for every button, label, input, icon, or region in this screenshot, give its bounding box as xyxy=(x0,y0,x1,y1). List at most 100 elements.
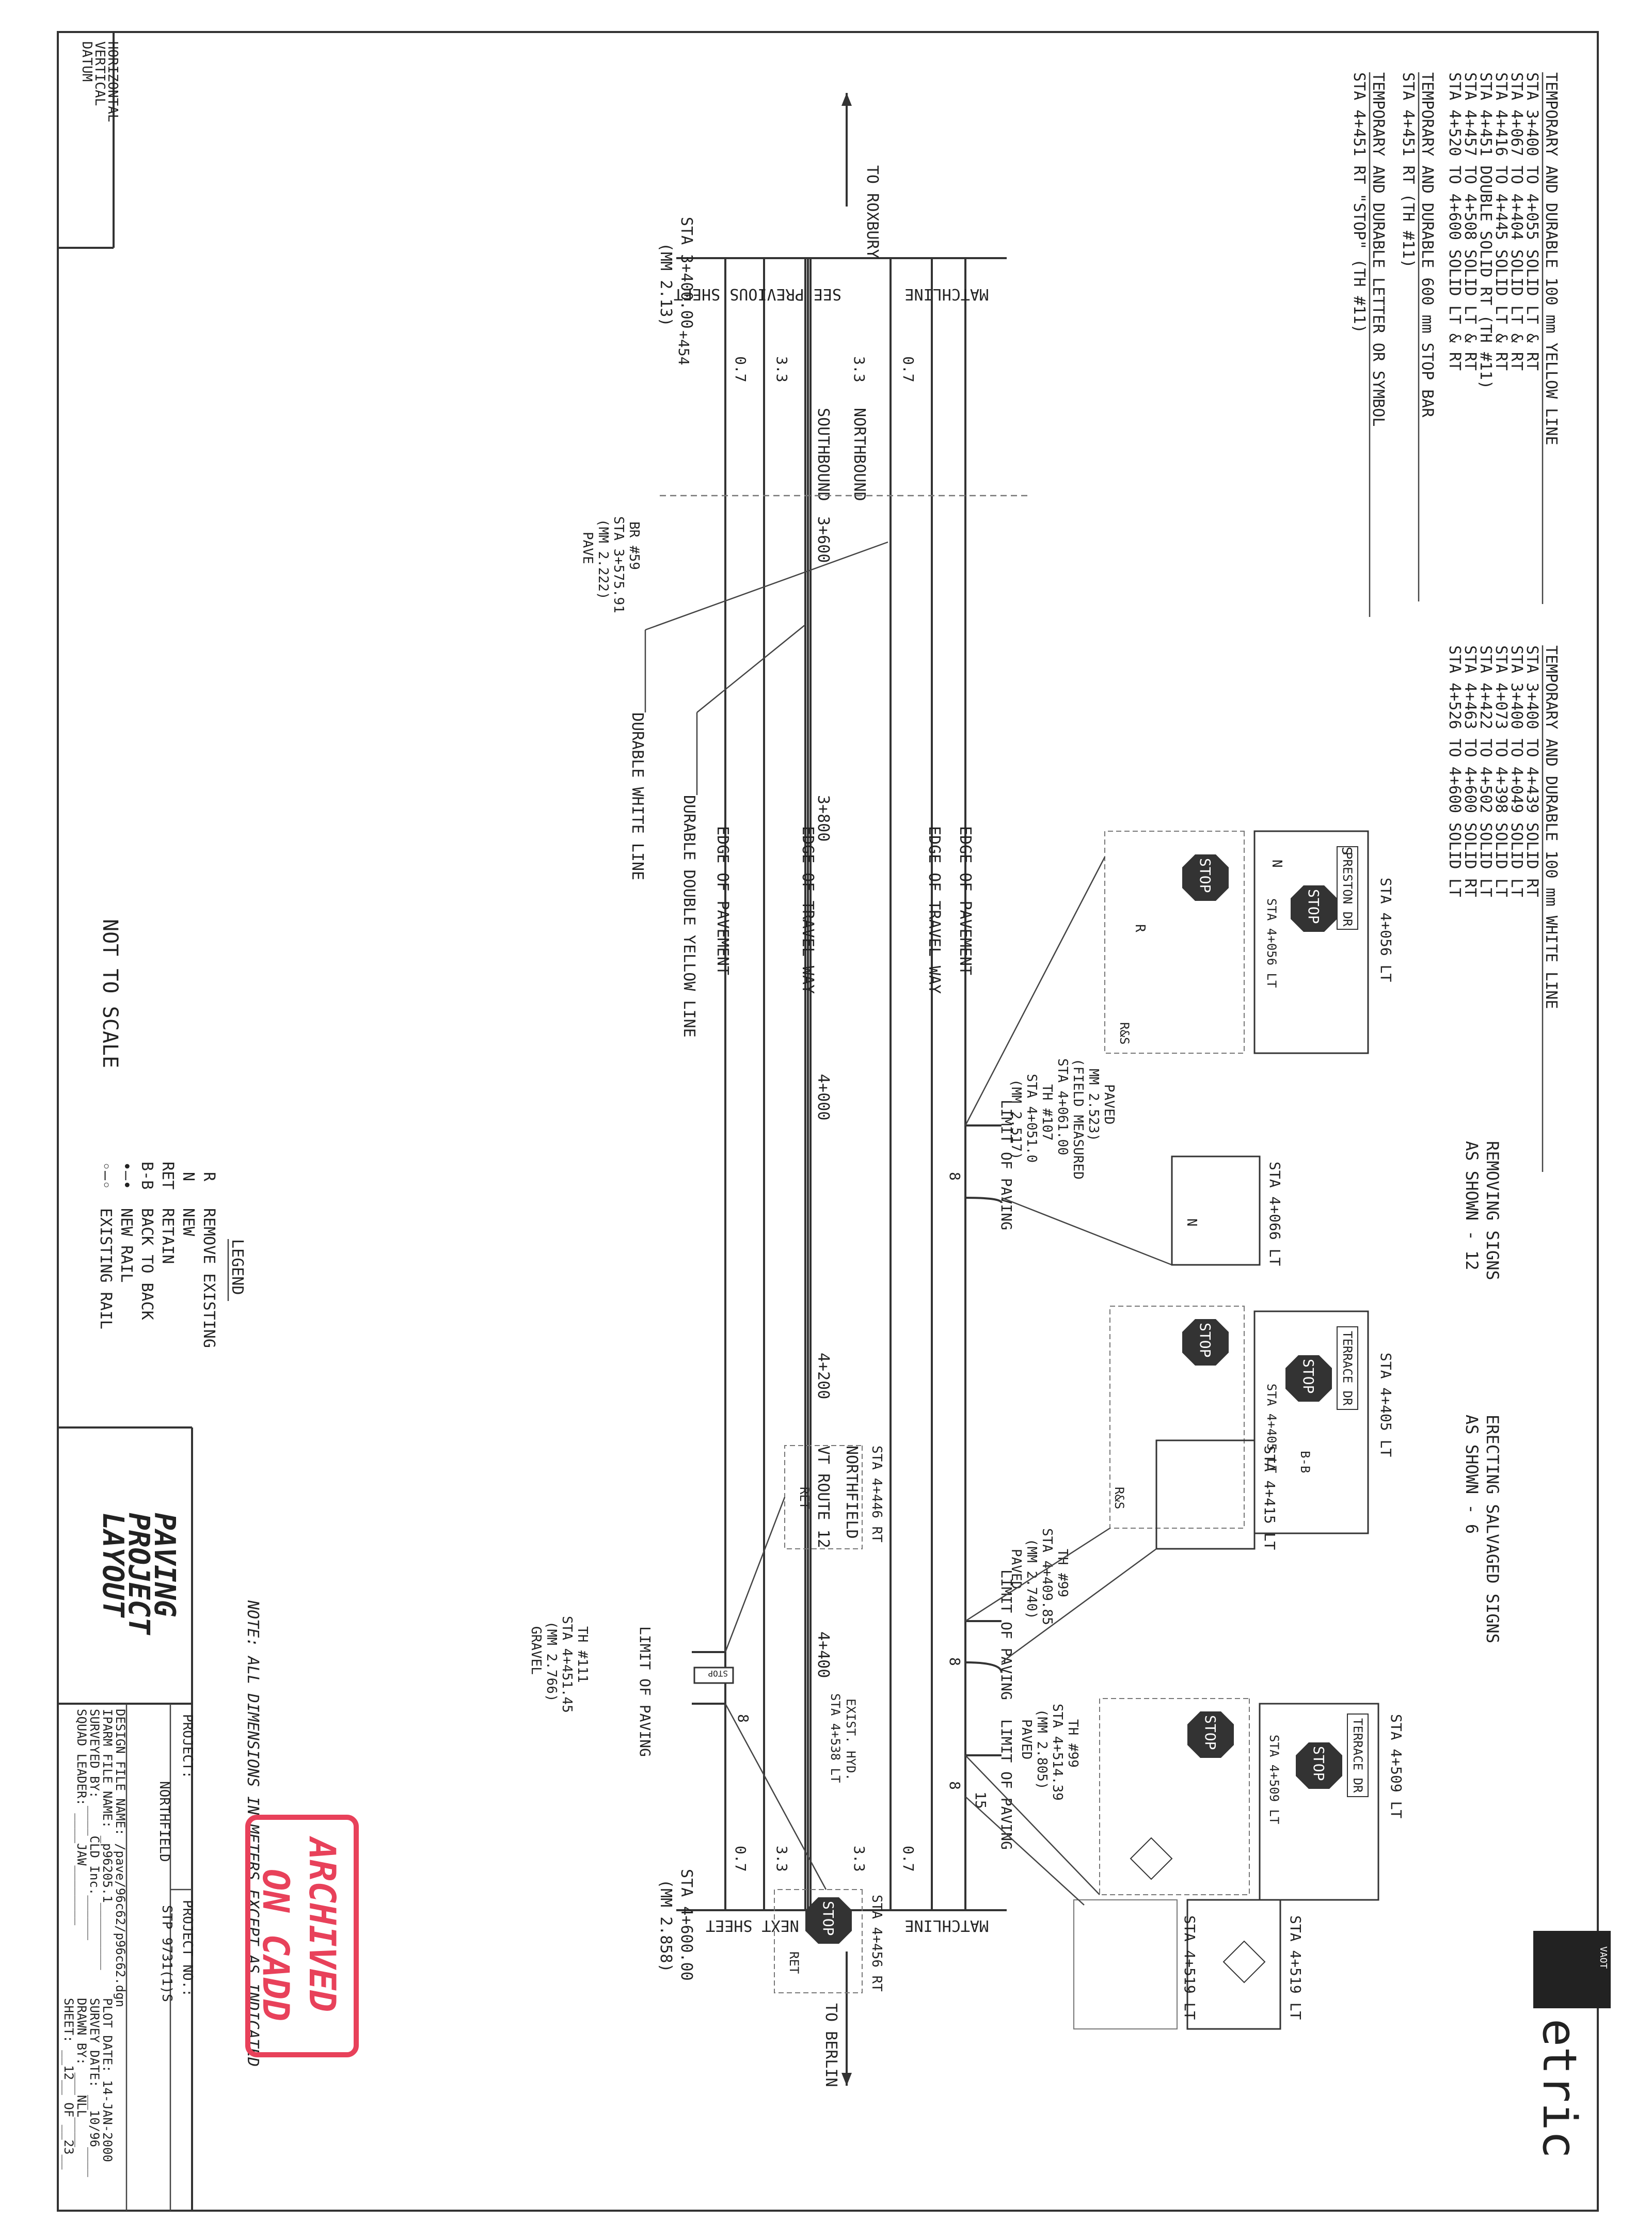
sign-details: STA 4+056 LT PRESTON DR STOP N S STOP R … xyxy=(724,830,1405,2030)
edge-travel-label: EDGE OF TRAVEL WAY xyxy=(925,826,943,994)
lane-width: 3.3 xyxy=(851,1846,868,1872)
th-label: TH #99 xyxy=(1055,1549,1070,1597)
stop-sign-icon xyxy=(1182,854,1229,901)
th-label: STA 4+409.85 xyxy=(1039,1528,1055,1625)
legend-key: N xyxy=(179,1172,197,1181)
stop-sign-text: STOP xyxy=(1202,1715,1219,1750)
street-name-plate xyxy=(1347,1714,1369,1797)
lane-width: 0.7 xyxy=(732,1846,749,1872)
th111-info: TH #111 STA 4+451.45 (MM 2.766) GRAVEL xyxy=(528,1616,590,1713)
bridge-surface: PAVE xyxy=(580,532,595,564)
arrow-roxbury-head xyxy=(841,93,852,106)
yellow-line-header: TEMPORARY AND DURABLE 100 mm YELLOW LINE xyxy=(1542,72,1560,445)
legend-key: RET xyxy=(158,1162,177,1189)
stop-sign-text: STOP xyxy=(1197,858,1214,893)
removing-signs-label: REMOVING SIGNS xyxy=(1483,1141,1502,1280)
sign-station: STA 4+509 LT xyxy=(1267,1735,1281,1824)
station-label: 4+400 xyxy=(814,1631,832,1678)
legend-desc: NEW xyxy=(179,1208,197,1236)
archived-text-2: ON CADD xyxy=(255,1869,297,2021)
dimension-label: 15 xyxy=(972,1791,989,1809)
leader xyxy=(724,1703,827,1890)
hydrant-station: STA 4+538 LT xyxy=(828,1693,843,1783)
dimension-label: 8 xyxy=(946,1172,963,1181)
legend-desc: EXISTING RAIL xyxy=(97,1208,115,1329)
stop-sign-text: STOP xyxy=(1300,1359,1317,1393)
preston-existing-sign-box xyxy=(1104,831,1245,1054)
th-label: (FIELD MEASURED xyxy=(1070,1058,1086,1180)
limit-of-paving: LIMIT OF PAVING LIMIT OF PAVING LIMIT OF… xyxy=(637,1100,1015,1850)
white-line-row: STA 4+526 TO 4+600 SOLID LT xyxy=(1446,645,1464,897)
station-label: 4+200 xyxy=(814,1353,832,1399)
survey-date: SURVEY DATE: __10/96____ xyxy=(87,1998,102,2177)
sta-start-label: STA 3+400.00 xyxy=(677,217,695,329)
sign-code: R xyxy=(1132,924,1148,932)
stop-pavement-letter: STOP xyxy=(708,1669,728,1678)
road-plan: MATCHLINE SEE PREVIOUS SHEET MATCHLINE S… xyxy=(528,93,1117,2087)
sign-summary: REMOVING SIGNS AS SHOWN - 12 ERECTING SA… xyxy=(1462,1141,1502,1643)
iparm-file: IPARM FILE NAME: _p96205.1_________ xyxy=(100,1709,115,1970)
white-line-row: STA 4+463 TO 4+600 SOLID RT xyxy=(1461,645,1479,897)
surveyed-by: SURVEYED BY: ____CLD Inc.______ xyxy=(87,1709,102,1940)
matchline-start-label: MATCHLINE xyxy=(904,285,989,303)
station-ticks: 3+600 3+800 4+000 4+200 4+400 xyxy=(814,516,832,1678)
legend-title: LEGEND xyxy=(228,1239,246,1295)
sign-code: RET xyxy=(787,1952,801,1974)
squad-leader: SQUAD LEADER: ____JAW________ xyxy=(74,1709,89,1926)
edge-pavement-label-2: EDGE OF PAVEMENT xyxy=(713,826,732,975)
lane-widths-start: 0.7 3.3 3.3 0.7 +454 xyxy=(675,330,917,383)
lane-widths-end: 0.7 3.3 3.3 0.7 xyxy=(732,1846,917,1872)
sign-station: STA 4+405 LT xyxy=(1377,1353,1394,1457)
title-line-3: LAYOUT xyxy=(96,1513,130,1619)
leader xyxy=(965,1527,1110,1622)
sign-4066-box xyxy=(1171,1155,1261,1266)
station-label: 4+000 xyxy=(814,1074,832,1120)
white-line-row: STA 3+400 TO 4+439 SOLID RT xyxy=(1523,645,1541,897)
lane-width: 0.7 xyxy=(900,1846,917,1872)
terrace1-existing-sign-box xyxy=(1109,1306,1245,1529)
white-line-notes: TEMPORARY AND DURABLE 100 mm WHITE LINE … xyxy=(1446,645,1560,1172)
dimension-label: 8 xyxy=(946,1781,963,1790)
matchline-end-label: MATCHLINE xyxy=(904,1916,989,1934)
leader xyxy=(696,624,806,713)
th-label: (MM 2.805) xyxy=(1034,1709,1050,1790)
sign-code: R&S xyxy=(1117,1022,1132,1044)
white-line-row: STA 4+422 TO 4+502 SOLID LT xyxy=(1476,645,1495,897)
legend-key: ◦—◦ xyxy=(97,1162,115,1189)
th-label: TH #111 xyxy=(575,1626,590,1683)
leader xyxy=(645,541,888,631)
stop-bar-marking xyxy=(693,1667,734,1684)
street-name-plate xyxy=(1337,1326,1358,1410)
terrace2-new-sign-box xyxy=(1259,1703,1379,1901)
th-label: TH #107 xyxy=(1039,1084,1055,1141)
stop-sign-text: STOP xyxy=(1197,1323,1214,1357)
to-roxbury-label: TO ROXBURY xyxy=(863,165,881,259)
stop-sign-icon xyxy=(1182,1319,1229,1366)
street-name-text: TERRACE DR xyxy=(1340,1331,1355,1406)
leader xyxy=(965,1796,1085,1906)
sign-station: STA 4+519 LT xyxy=(1181,1915,1198,2020)
sta-end-label: STA 4+600.00 xyxy=(677,1869,695,1981)
legend-desc: BACK TO BACK xyxy=(138,1208,156,1320)
station-plus454: +454 xyxy=(675,330,692,365)
title-block: DATUM VERTICAL HORIZONTAL PAVING PROJECT… xyxy=(61,41,195,2177)
durable-yellow-label: DURABLE DOUBLE YELLOW LINE xyxy=(680,795,698,1038)
stop-bar-header: TEMPORARY AND DURABLE 600 mm STOP BAR xyxy=(1418,72,1436,418)
hydrant-label: EXIST. HYD. xyxy=(844,1699,858,1781)
bridge-mm: (MM 2.222) xyxy=(595,519,611,600)
stop-sign-text: STOP xyxy=(820,1901,837,1935)
rotated-drawing: TEMPORARY AND DURABLE 100 mm YELLOW LINE… xyxy=(97,72,1611,2159)
bridge-number: BR #59 xyxy=(626,521,642,570)
sheet-number: SHEET: __12__ OF __23__ xyxy=(61,1998,76,2170)
white-line-row: STA 3+400 TO 4+049 SOLID LT xyxy=(1507,645,1526,897)
limit-paving-label: LIMIT OF PAVING xyxy=(998,1100,1015,1230)
archived-stamp xyxy=(245,1815,359,2057)
leader xyxy=(965,1755,1100,1895)
title-line-1: PAVING xyxy=(148,1513,181,1617)
th-label: STA 4+061.00 xyxy=(1055,1058,1070,1155)
erecting-signs-label: ERECTING SALVAGED SIGNS xyxy=(1483,1415,1502,1643)
design-file: DESIGN FILE NAME: /pave/96c62/p96c62.dgn xyxy=(113,1709,128,2007)
sign-station: STA 4+066 LT xyxy=(1266,1162,1283,1266)
bridge-label: BR #59 STA 3+575.91 (MM 2.222) PAVE xyxy=(580,516,642,613)
legend-desc: RETAIN xyxy=(158,1208,177,1264)
